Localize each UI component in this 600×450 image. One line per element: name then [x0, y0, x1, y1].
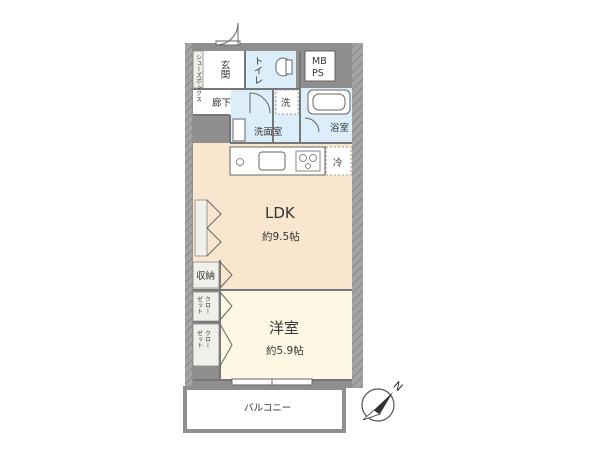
- shoe-box: [192, 50, 204, 89]
- ldk-area: 約9.5帖: [262, 230, 300, 243]
- mbps-box: [304, 50, 336, 82]
- bathroom-label: 浴室: [330, 122, 349, 134]
- toilet-icon: [275, 57, 293, 77]
- storage-box: [192, 261, 220, 289]
- storage-label: 収納: [196, 270, 215, 282]
- drain-icon: [236, 158, 244, 166]
- wall-hatch-left: [185, 43, 192, 388]
- fridge-label: 冷: [333, 157, 343, 169]
- wall-hatch-right: [352, 43, 363, 388]
- closet-1-label-bottom: ゼット: [196, 295, 203, 314]
- closet-1-door: [219, 291, 233, 321]
- compass-rose-icon: [361, 388, 395, 422]
- western-room-floor: [220, 290, 352, 380]
- toilet-label: トイレ: [252, 56, 264, 85]
- washer-space: [275, 89, 299, 115]
- washbasin-icon: [232, 118, 246, 142]
- closet-2-label-top: クロー: [204, 330, 211, 348]
- ldk-closet: [194, 199, 208, 257]
- ldk-closet-doors: [206, 199, 222, 257]
- storage-door: [219, 261, 233, 289]
- closet-1-label-top: クロー: [204, 296, 211, 314]
- balcony: [183, 386, 346, 433]
- western-room-area: 約5.9帖: [266, 344, 304, 357]
- compass-north-label: N: [390, 379, 405, 394]
- ldk-label: LDK: [265, 204, 296, 222]
- closet-2-label-bottom: ゼット: [196, 329, 203, 348]
- kitchen-sink: [258, 151, 286, 171]
- corridor-door: [249, 92, 271, 114]
- bath-door: [304, 117, 320, 133]
- entrance-label: 玄関: [219, 59, 231, 80]
- balcony-windows: [231, 378, 313, 386]
- closet-2-door: [219, 323, 233, 367]
- shoe-box-label: シューズボックス: [195, 54, 202, 102]
- washer-label: 洗: [281, 97, 291, 109]
- washroom-label: 洗面室: [254, 126, 283, 138]
- corridor-label: 廊下: [212, 97, 231, 109]
- bathtub-icon: [307, 89, 351, 115]
- mbps-label-bottom: PS: [312, 68, 324, 79]
- stove-icon: [295, 150, 321, 172]
- entrance-door: [215, 22, 241, 46]
- western-room-label: 洋室: [269, 319, 299, 337]
- fridge-space: [325, 146, 352, 176]
- mbps-label-top: MB: [312, 56, 327, 67]
- closet-2-box: [192, 323, 220, 367]
- balcony-label: バルコニー: [244, 403, 291, 414]
- closet-1-box: [192, 291, 220, 322]
